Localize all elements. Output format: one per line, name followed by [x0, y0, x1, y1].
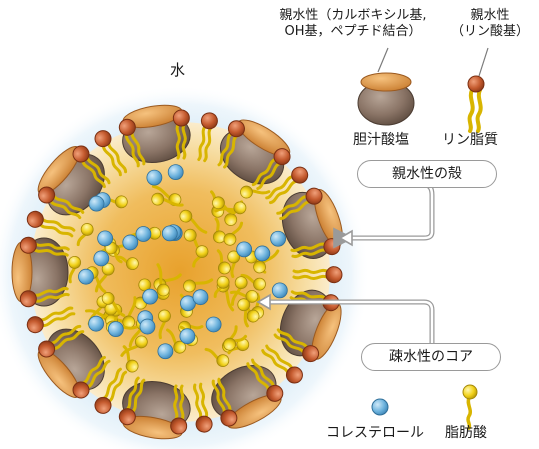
cholesterol — [89, 196, 104, 211]
bile-salt-legend-icon — [358, 73, 414, 125]
fatty-acid-legend-icon — [463, 385, 477, 428]
phospholipid-label: リン脂質 — [442, 132, 498, 149]
hydrophilic-carboxyl-label: 親水性（カルボキシル基, OH基，ペプチド結合） — [268, 8, 438, 40]
cholesterol — [108, 322, 123, 337]
cholesterol — [158, 344, 173, 359]
hydrophobic-core-callout: 疎水性のコア — [361, 343, 501, 371]
cholesterol — [237, 242, 252, 257]
bile-salt-label: 胆汁酸塩 — [353, 132, 409, 149]
cholesterol — [140, 319, 155, 334]
cholesterol — [272, 283, 287, 298]
carboxyl-leader-line — [378, 48, 388, 72]
hydrophilic-phosphate-label: 親水性 （リン酸基） — [450, 8, 530, 40]
cholesterol — [271, 231, 286, 246]
cholesterol — [123, 235, 138, 250]
cholesterol-label: コレステロール — [326, 425, 424, 442]
cholesterol — [147, 170, 162, 185]
cholesterol — [98, 231, 113, 246]
cholesterol-legend-icon — [372, 399, 388, 415]
cholesterol — [255, 246, 270, 261]
water-label: 水 — [170, 62, 185, 79]
cholesterol — [206, 317, 221, 332]
fatty-acid-label: 脂肪酸 — [445, 425, 487, 442]
cholesterol — [193, 290, 208, 305]
cholesterol — [136, 227, 151, 242]
cholesterol — [94, 251, 109, 266]
phosphate-leader-line — [479, 48, 488, 76]
cholesterol — [168, 165, 183, 180]
cholesterol — [180, 329, 195, 344]
cholesterol — [143, 289, 158, 304]
cholesterol — [89, 316, 104, 331]
hydrophilic-shell-callout: 親水性の殻 — [357, 160, 497, 188]
cholesterol — [78, 269, 93, 284]
phospholipid-legend-icon — [468, 76, 484, 131]
cholesterol — [162, 226, 177, 241]
